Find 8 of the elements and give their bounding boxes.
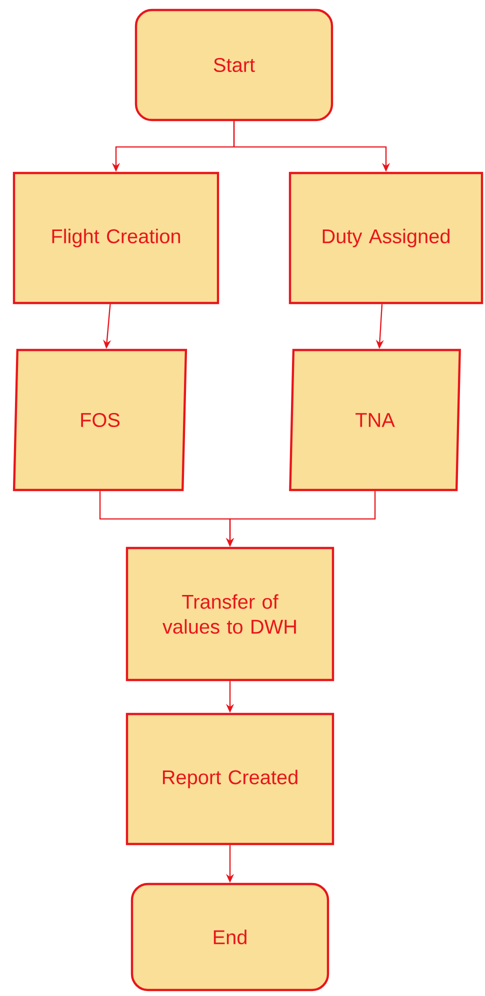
process-box: Transfer of values to DWH xyxy=(126,546,334,682)
data-parallelogram: FOS xyxy=(12,348,188,492)
data-parallelogram: TNA xyxy=(289,348,461,492)
start-terminal: Start xyxy=(134,8,334,122)
process-box: Duty Assigned xyxy=(288,172,484,304)
process-box: Report Created xyxy=(126,712,334,846)
process-box: Flight Creation xyxy=(12,172,220,304)
end-terminal: End xyxy=(130,882,330,992)
